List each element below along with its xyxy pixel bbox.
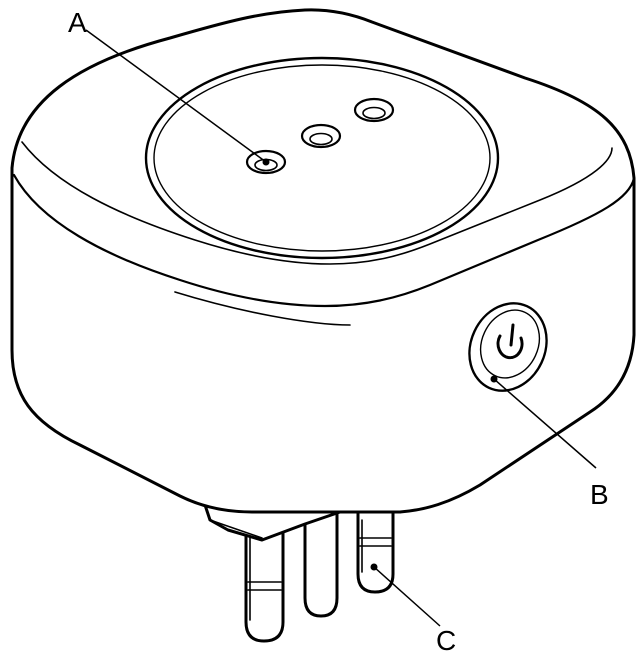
socket-inner-ring: [153, 64, 491, 252]
power-icon: [496, 323, 524, 360]
prong-rear: [303, 503, 339, 618]
callout-b-leader: [493, 378, 597, 469]
socket-face: [144, 56, 500, 260]
callout-c-leader: [373, 566, 441, 627]
top-face-inner-edge: [21, 141, 613, 265]
callout-b: B: [490, 375, 609, 510]
label-a: A: [68, 7, 87, 38]
socket-outer-ring: [144, 56, 500, 260]
prong-right: [356, 503, 395, 594]
top-face-edge: [12, 173, 636, 308]
label-c: C: [436, 625, 456, 656]
power-button: [468, 302, 548, 392]
callout-c: C: [370, 563, 456, 656]
socket-hole-center: [300, 123, 342, 149]
callout-a-leader: [85, 29, 267, 163]
label-b: B: [590, 479, 609, 510]
callout-a: A: [68, 7, 270, 166]
body-lower-edge: [174, 291, 351, 326]
socket-hole-right: [353, 97, 395, 123]
